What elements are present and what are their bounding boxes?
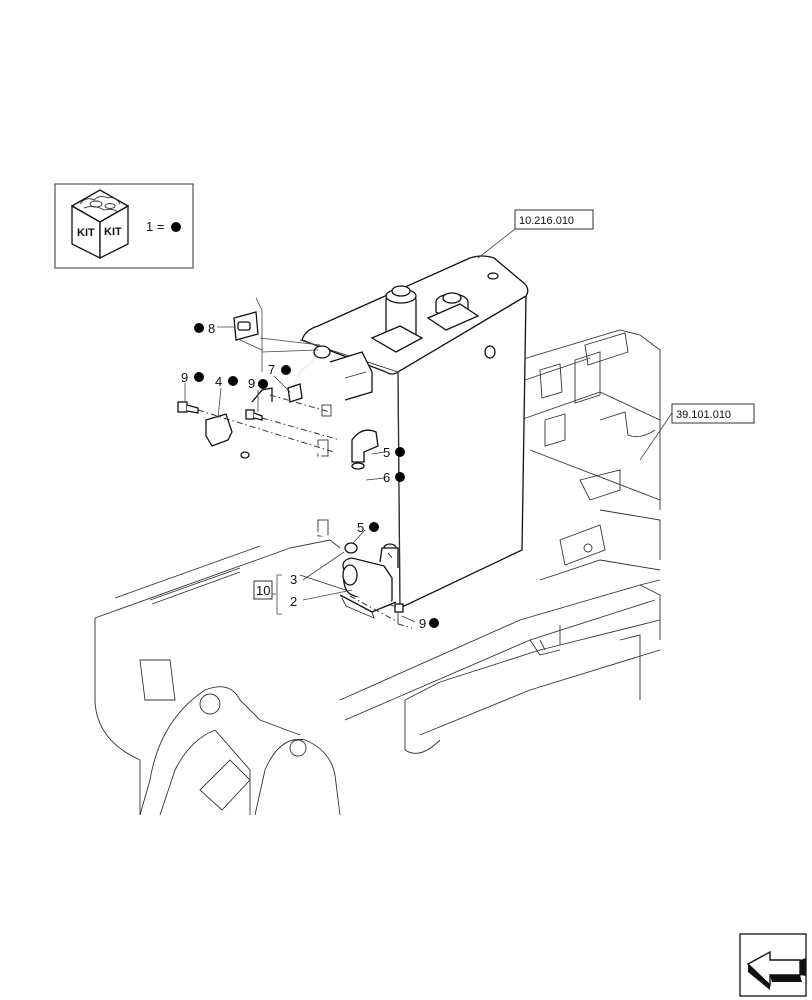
tank-elbow-fitting bbox=[351, 429, 379, 470]
kit-bullet-icon bbox=[429, 618, 439, 628]
callout-5-upper: 5 bbox=[383, 445, 390, 460]
callouts: 8 9 4 9 7 5 6 5 3 2 10 9 bbox=[181, 321, 439, 631]
assembly-lines bbox=[197, 394, 413, 629]
kit-bullet-icon bbox=[395, 472, 405, 482]
callout-7: 7 bbox=[268, 362, 275, 377]
callout-8: 8 bbox=[208, 321, 215, 336]
leader-lines bbox=[184, 228, 673, 623]
washer-hose-loop bbox=[240, 415, 349, 549]
kit-bullet-icon bbox=[171, 222, 181, 232]
callout-5-lower: 5 bbox=[357, 520, 364, 535]
kit-bullet-icon bbox=[258, 379, 268, 389]
kit-bullet-icon bbox=[194, 372, 204, 382]
kit-bullet-icon bbox=[281, 365, 291, 375]
callout-3: 3 bbox=[290, 572, 297, 587]
kit-label-right: KIT bbox=[104, 226, 122, 238]
next-page-arrow-icon[interactable] bbox=[739, 933, 807, 997]
machine-frame bbox=[94, 329, 661, 816]
kit-bullet-icon bbox=[228, 376, 238, 386]
callout-2: 2 bbox=[290, 594, 297, 609]
clip bbox=[251, 387, 273, 403]
ref-label-upper: 10.216.010 bbox=[519, 215, 574, 227]
kit-label-left: KIT bbox=[77, 227, 95, 239]
kit-number-box bbox=[253, 580, 273, 600]
hose-clamp-pump bbox=[344, 542, 358, 554]
kit-bullet-icon bbox=[369, 522, 379, 532]
ref-label-right: 39.101.010 bbox=[676, 409, 731, 421]
callout-9-left: 9 bbox=[181, 370, 188, 385]
kit-equation-label: 1 = bbox=[146, 219, 164, 234]
kit-bullet-icon bbox=[194, 323, 204, 333]
electrical-connector bbox=[233, 311, 259, 341]
callout-6: 6 bbox=[383, 470, 390, 485]
ref-box-upper[interactable]: 10.216.010 bbox=[514, 209, 594, 230]
callout-9-middle: 9 bbox=[248, 376, 255, 391]
ref-box-right[interactable]: 39.101.010 bbox=[671, 403, 755, 424]
kit-bullet-icon bbox=[395, 447, 405, 457]
washer-pump bbox=[339, 547, 404, 624]
screw-left bbox=[177, 401, 199, 414]
callout-10: 10 bbox=[256, 583, 270, 598]
callout-9-lower: 9 bbox=[419, 616, 426, 631]
kit-legend: KIT KIT 1 = bbox=[54, 183, 194, 269]
screw-middle bbox=[245, 409, 263, 421]
mounting-bracket bbox=[205, 413, 233, 447]
tank-outlet-hose bbox=[356, 477, 395, 546]
level-sensor-cable bbox=[287, 345, 331, 403]
kit-box-icon: KIT KIT bbox=[70, 189, 130, 260]
callout-4: 4 bbox=[215, 374, 222, 389]
reservoir-tank bbox=[299, 255, 529, 610]
